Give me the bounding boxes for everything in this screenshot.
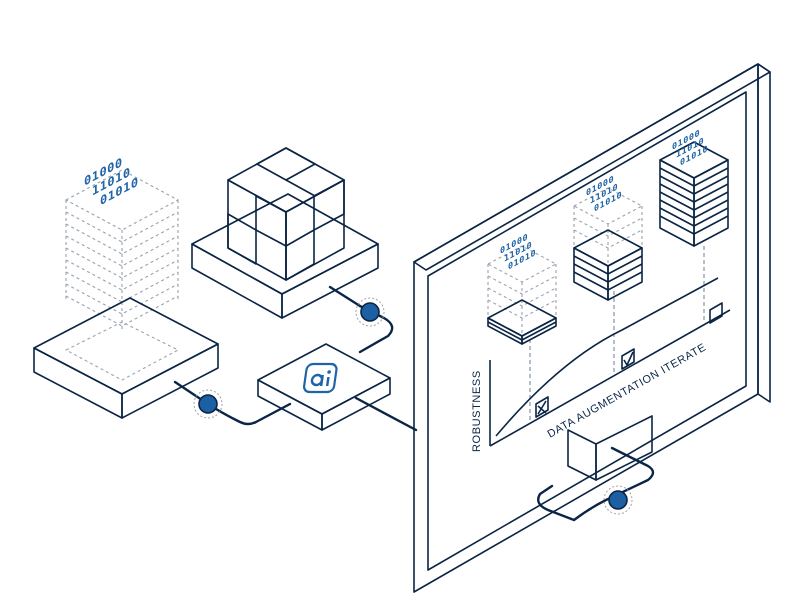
left-data-stack: 01000 11010 01010 bbox=[33, 155, 219, 419]
chart-x-axis bbox=[489, 309, 731, 447]
puzzle-cube bbox=[227, 147, 345, 281]
node-monitor bbox=[603, 485, 633, 515]
monitor-screen bbox=[427, 91, 747, 571]
screen-content: ROBUSTNESS DATA AUGMENTATION ITERATE bbox=[471, 129, 731, 452]
ai-processor-box bbox=[257, 343, 391, 431]
chart-ylabel: ROBUSTNESS bbox=[471, 370, 483, 452]
connector-nodes bbox=[193, 297, 633, 515]
wire-monitor-base bbox=[537, 446, 655, 522]
monitor-stand bbox=[567, 415, 653, 481]
node-cube bbox=[355, 297, 385, 327]
binary-code: 01000 11010 01010 bbox=[84, 155, 139, 209]
checkbox-crossed bbox=[535, 396, 549, 418]
monitor-stack-1: 01000 11010 01010 bbox=[486, 233, 558, 345]
ai-logo-icon bbox=[302, 362, 338, 394]
monitor-stack-2: 01000 11010 01010 bbox=[572, 175, 644, 301]
monitor-bezel bbox=[413, 63, 759, 593]
checkbox-checked bbox=[621, 348, 635, 370]
monitor: ROBUSTNESS DATA AUGMENTATION ITERATE bbox=[413, 63, 771, 593]
left-platform bbox=[33, 297, 219, 419]
wire-cube-to-ai bbox=[328, 285, 394, 354]
checkbox-empty bbox=[709, 302, 723, 324]
node-left bbox=[193, 389, 223, 419]
robustness-curve bbox=[495, 277, 719, 437]
ghost-layers bbox=[64, 169, 180, 330]
chart-xlabel: DATA AUGMENTATION ITERATE bbox=[546, 341, 709, 440]
monitor-stack-3: 01000 11010 01010 bbox=[659, 129, 729, 247]
wire-ai-to-monitor bbox=[354, 396, 418, 432]
